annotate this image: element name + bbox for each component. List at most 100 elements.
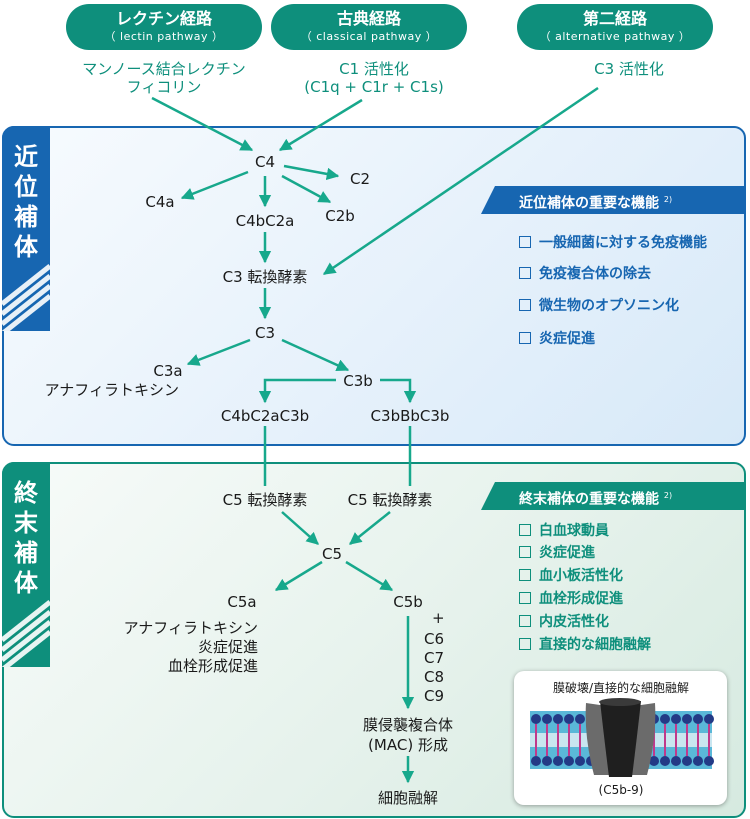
- node-c5-convertase-right: C5 転換酵素: [347, 491, 433, 509]
- terminal-tab-char: 補: [14, 539, 38, 567]
- lipid-head: [531, 756, 541, 766]
- node-c5b: C5b: [393, 593, 423, 611]
- arrow-c3-to-c3a: [186, 338, 251, 366]
- arrow-c4-to-c2: [283, 164, 340, 181]
- classical-pathway-title: 古典経路: [336, 9, 401, 28]
- checkbox-icon: [519, 299, 531, 311]
- node-c6: C6: [424, 630, 445, 648]
- proximal-function-label: 炎症促進: [539, 331, 595, 347]
- alternative-pathway-subtitle: （ alternative pathway ）: [539, 30, 691, 43]
- node-c5a: C5a: [227, 593, 257, 611]
- lipid-head: [682, 714, 692, 724]
- arrow-c5-to-c5b: [345, 560, 394, 592]
- arrow-classical-to-c4: [278, 98, 363, 152]
- lectin-pathway-title: レクチン経路: [115, 9, 212, 28]
- checkbox-icon: [519, 267, 531, 279]
- node-c3: C3: [254, 324, 276, 342]
- lipid-head: [542, 756, 552, 766]
- proximal-function-item: 一般細菌に対する免疫機能: [519, 234, 707, 252]
- alternative-pathway-pill: 第二経路 （ alternative pathway ）: [517, 4, 713, 50]
- terminal-function-item: 血栓形成促進: [519, 590, 623, 608]
- node-plus: +: [432, 609, 445, 627]
- terminal-function-label: 血栓形成促進: [539, 591, 623, 607]
- node-c3a-anaphylatoxin: アナフィラトキシン: [44, 381, 179, 399]
- lipid-head: [660, 714, 670, 724]
- arrow-c3b-to-c3bbbc3b: [380, 378, 417, 404]
- terminal-tab-char: 体: [14, 569, 38, 597]
- alternative-pathway-title: 第二経路: [582, 9, 647, 28]
- proximal-functions-banner: 近位補体の重要な機能 2): [481, 186, 746, 214]
- lipid-head: [575, 756, 585, 766]
- lectin-pathway-pill: レクチン経路 （ lectin pathway ）: [66, 4, 262, 50]
- alternative-trigger: C3 活性化: [594, 60, 664, 78]
- node-c3a: C3a: [153, 362, 183, 380]
- checkbox-icon: [519, 615, 531, 627]
- node-c5a-desc-3: 血栓形成促進: [167, 657, 258, 675]
- checkbox-icon: [519, 546, 531, 558]
- node-c3bbbc3b: C3bBbC3b: [370, 407, 450, 425]
- arrow-alternative-to-c3conv: [322, 86, 599, 276]
- mac-illustration-card: 膜破壊/直接的な細胞融解 (C5b-9): [514, 671, 727, 805]
- terminal-function-item: 直接的な細胞融解: [519, 636, 651, 654]
- mac-card-title: 膜破壊/直接的な細胞融解: [552, 681, 690, 695]
- proximal-function-item: 微生物のオプソニン化: [519, 297, 679, 315]
- node-c2: C2: [349, 170, 371, 188]
- lipid-head: [575, 714, 585, 724]
- lipid-head: [564, 756, 574, 766]
- proximal-function-label: 微生物のオプソニン化: [539, 298, 679, 314]
- classical-pathway-subtitle: （ classical pathway ）: [300, 30, 438, 43]
- proximal-side-tab: 近 位 補 体: [2, 126, 50, 331]
- lipid-head: [564, 714, 574, 724]
- proximal-tab-char: 近: [14, 143, 38, 171]
- lipid-head: [693, 756, 703, 766]
- terminal-function-label: 血小板活性化: [539, 568, 623, 584]
- node-c3-convertase: C3 転換酵素: [222, 268, 308, 286]
- arrow-c5conv-left-to-c5: [281, 511, 319, 545]
- lectin-pathway-subtitle: （ lectin pathway ）: [104, 30, 224, 43]
- proximal-complement-panel: [2, 126, 746, 446]
- checkbox-icon: [519, 332, 531, 344]
- lipid-head: [531, 714, 541, 724]
- proximal-function-item: 免疫複合体の除去: [519, 265, 651, 283]
- arrow-c5conv-right-to-c5: [349, 511, 391, 545]
- proximal-tab-char: 体: [14, 233, 38, 261]
- checkbox-icon: [519, 524, 531, 536]
- proximal-function-label: 一般細菌に対する免疫機能: [539, 235, 707, 251]
- proximal-stripes: [2, 264, 50, 331]
- node-mac-line2: (MAC) 形成: [368, 736, 448, 754]
- lipid-head: [682, 756, 692, 766]
- classical-trigger-line2: (C1q + C1r + C1s): [304, 78, 444, 96]
- node-c5-convertase-left: C5 転換酵素: [222, 491, 308, 509]
- checkbox-icon: [519, 236, 531, 248]
- terminal-function-label: 内皮活性化: [539, 614, 609, 630]
- terminal-function-label: 直接的な細胞融解: [539, 637, 651, 653]
- terminal-function-item: 血小板活性化: [519, 567, 623, 585]
- terminal-tab-char: 終: [14, 479, 38, 507]
- arrow-c3b-to-c4bc2ac3b: [258, 378, 336, 404]
- node-c7: C7: [424, 649, 445, 667]
- lectin-trigger-line2: フィコリン: [126, 78, 202, 96]
- proximal-tab-label: 近 位 補 体: [2, 142, 50, 262]
- node-mac-line1: 膜侵襲複合体: [362, 716, 454, 734]
- proximal-banner-text: 近位補体の重要な機能: [519, 195, 659, 212]
- classical-pathway-pill: 古典経路 （ classical pathway ）: [271, 4, 467, 50]
- node-c4bc2ac3b: C4bC2aC3b: [220, 407, 310, 425]
- classical-trigger-line1: C1 活性化: [339, 60, 409, 78]
- terminal-function-label: 炎症促進: [539, 545, 595, 561]
- proximal-banner-ref: 2): [663, 195, 673, 204]
- checkbox-icon: [519, 569, 531, 581]
- terminal-function-item: 内皮活性化: [519, 613, 609, 631]
- terminal-function-item: 炎症促進: [519, 544, 595, 562]
- node-cell-lysis: 細胞融解: [377, 789, 439, 807]
- terminal-side-tab: 終 末 補 体: [2, 462, 50, 667]
- arrow-c4-to-c2b: [281, 174, 332, 204]
- lipid-head: [704, 756, 714, 766]
- mac-card-caption: (C5b-9): [598, 783, 644, 797]
- membrane-pore-icon: [530, 698, 714, 777]
- lipid-head: [553, 714, 563, 724]
- node-c9: C9: [424, 687, 445, 705]
- node-c5a-desc-2: 炎症促進: [197, 638, 258, 656]
- terminal-banner-text: 終末補体の重要な機能: [519, 491, 659, 508]
- node-c4bc2a: C4bC2a: [235, 212, 295, 230]
